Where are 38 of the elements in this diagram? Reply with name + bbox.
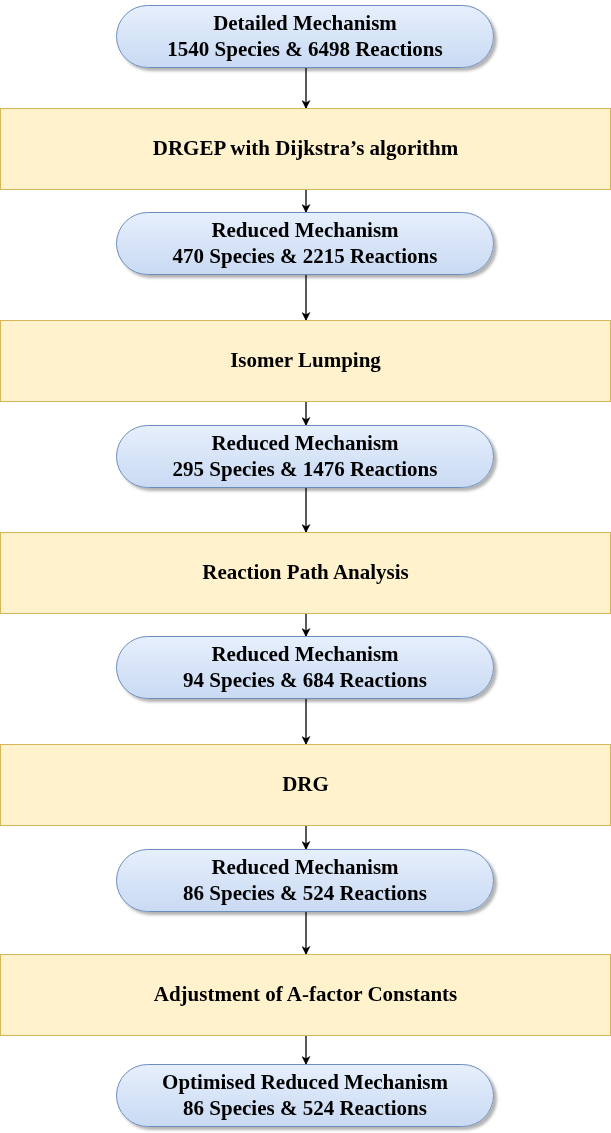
arrow (301, 67, 311, 109)
process-box (0, 320, 611, 402)
arrow (301, 189, 311, 213)
node-label: 470 Species & 2215 Reactions (172, 243, 438, 269)
node-label: 1540 Species & 6498 Reactions (167, 36, 443, 62)
node-label: 94 Species & 684 Reactions (183, 667, 427, 693)
node-label: DRG (282, 772, 329, 798)
rounded-terminal-box (116, 5, 494, 68)
process-box (0, 744, 611, 826)
arrow (301, 911, 311, 955)
node-label: Reduced Mechanism (211, 431, 399, 457)
arrow (301, 401, 311, 426)
node-label: Reduced Mechanism (211, 642, 399, 668)
arrow (301, 825, 311, 850)
node-label: Reduced Mechanism (211, 218, 399, 244)
node-label: 86 Species & 524 Reactions (183, 1095, 427, 1121)
node-label: Detailed Mechanism (213, 11, 397, 37)
arrow (301, 698, 311, 745)
node-label: 86 Species & 524 Reactions (183, 880, 427, 906)
rounded-terminal-box (116, 1064, 494, 1127)
arrow (301, 613, 311, 637)
rounded-terminal-box (116, 425, 494, 488)
rounded-terminal-box (116, 849, 494, 912)
rounded-terminal-box (116, 212, 494, 275)
node-label: Adjustment of A-factor Constants (153, 982, 458, 1008)
arrow (301, 487, 311, 533)
node-label: Optimised Reduced Mechanism (162, 1070, 448, 1096)
node-label: Reaction Path Analysis (202, 560, 409, 586)
process-box (0, 954, 611, 1036)
arrow (301, 1035, 311, 1065)
rounded-terminal-box (116, 636, 494, 699)
arrow (301, 274, 311, 321)
node-label: Reduced Mechanism (211, 855, 399, 881)
node-label: Isomer Lumping (230, 348, 381, 374)
node-label: DRGEP with Dijkstra’s algorithm (152, 136, 459, 162)
process-box (0, 532, 611, 614)
process-box (0, 108, 611, 190)
node-label: 295 Species & 1476 Reactions (172, 456, 438, 482)
